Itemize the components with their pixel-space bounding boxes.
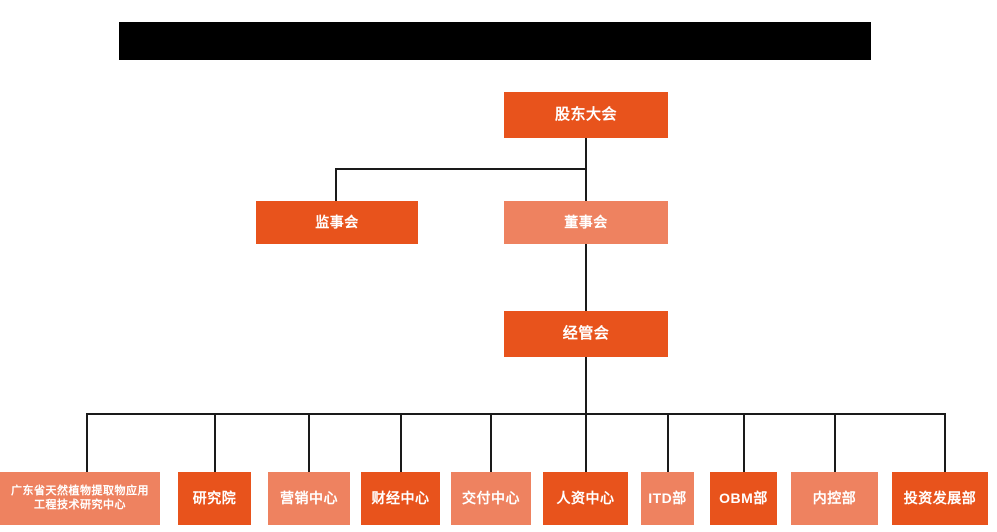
connector-drop-internal-control-dept bbox=[834, 413, 836, 472]
node-investment-development-dept[interactable]: 投资发展部 bbox=[892, 472, 988, 525]
connector-drop-hr-center bbox=[585, 413, 587, 472]
node-internal-control-dept[interactable]: 内控部 bbox=[791, 472, 878, 525]
node-obm-dept[interactable]: OBM部 bbox=[710, 472, 777, 525]
connector-drop-obm-dept bbox=[743, 413, 745, 472]
connector-drop-finance-center bbox=[400, 413, 402, 472]
node-itd-dept[interactable]: ITD部 bbox=[641, 472, 694, 525]
node-hr-center[interactable]: 人资中心 bbox=[543, 472, 628, 525]
node-delivery-center[interactable]: 交付中心 bbox=[451, 472, 531, 525]
connector-management-stem bbox=[585, 357, 587, 414]
node-supervisors[interactable]: 监事会 bbox=[256, 201, 418, 244]
node-finance-center[interactable]: 财经中心 bbox=[361, 472, 440, 525]
node-management[interactable]: 经管会 bbox=[504, 311, 668, 357]
connector-drop-marketing-center bbox=[308, 413, 310, 472]
connector-directors-to-management bbox=[585, 243, 587, 311]
connector-supervisors-drop bbox=[335, 168, 337, 201]
connector-drop-delivery-center bbox=[490, 413, 492, 472]
node-marketing-center[interactable]: 营销中心 bbox=[268, 472, 350, 525]
connector-drop-itd-dept bbox=[667, 413, 669, 472]
node-shareholders[interactable]: 股东大会 bbox=[504, 92, 668, 138]
title-banner-redacted bbox=[119, 22, 871, 60]
node-directors[interactable]: 董事会 bbox=[504, 201, 668, 244]
connector-drop-investment-development-dept bbox=[944, 413, 946, 472]
connector-drop-research-institute bbox=[214, 413, 216, 472]
node-rnd-center[interactable]: 广东省天然植物提取物应用工程技术研究中心 bbox=[0, 472, 160, 525]
connector-level4-bar bbox=[86, 413, 945, 415]
connector-level1-bar bbox=[335, 168, 587, 170]
connector-shareholders-stem bbox=[585, 138, 587, 216]
node-research-institute[interactable]: 研究院 bbox=[178, 472, 251, 525]
connector-drop-rnd-center bbox=[86, 413, 88, 472]
